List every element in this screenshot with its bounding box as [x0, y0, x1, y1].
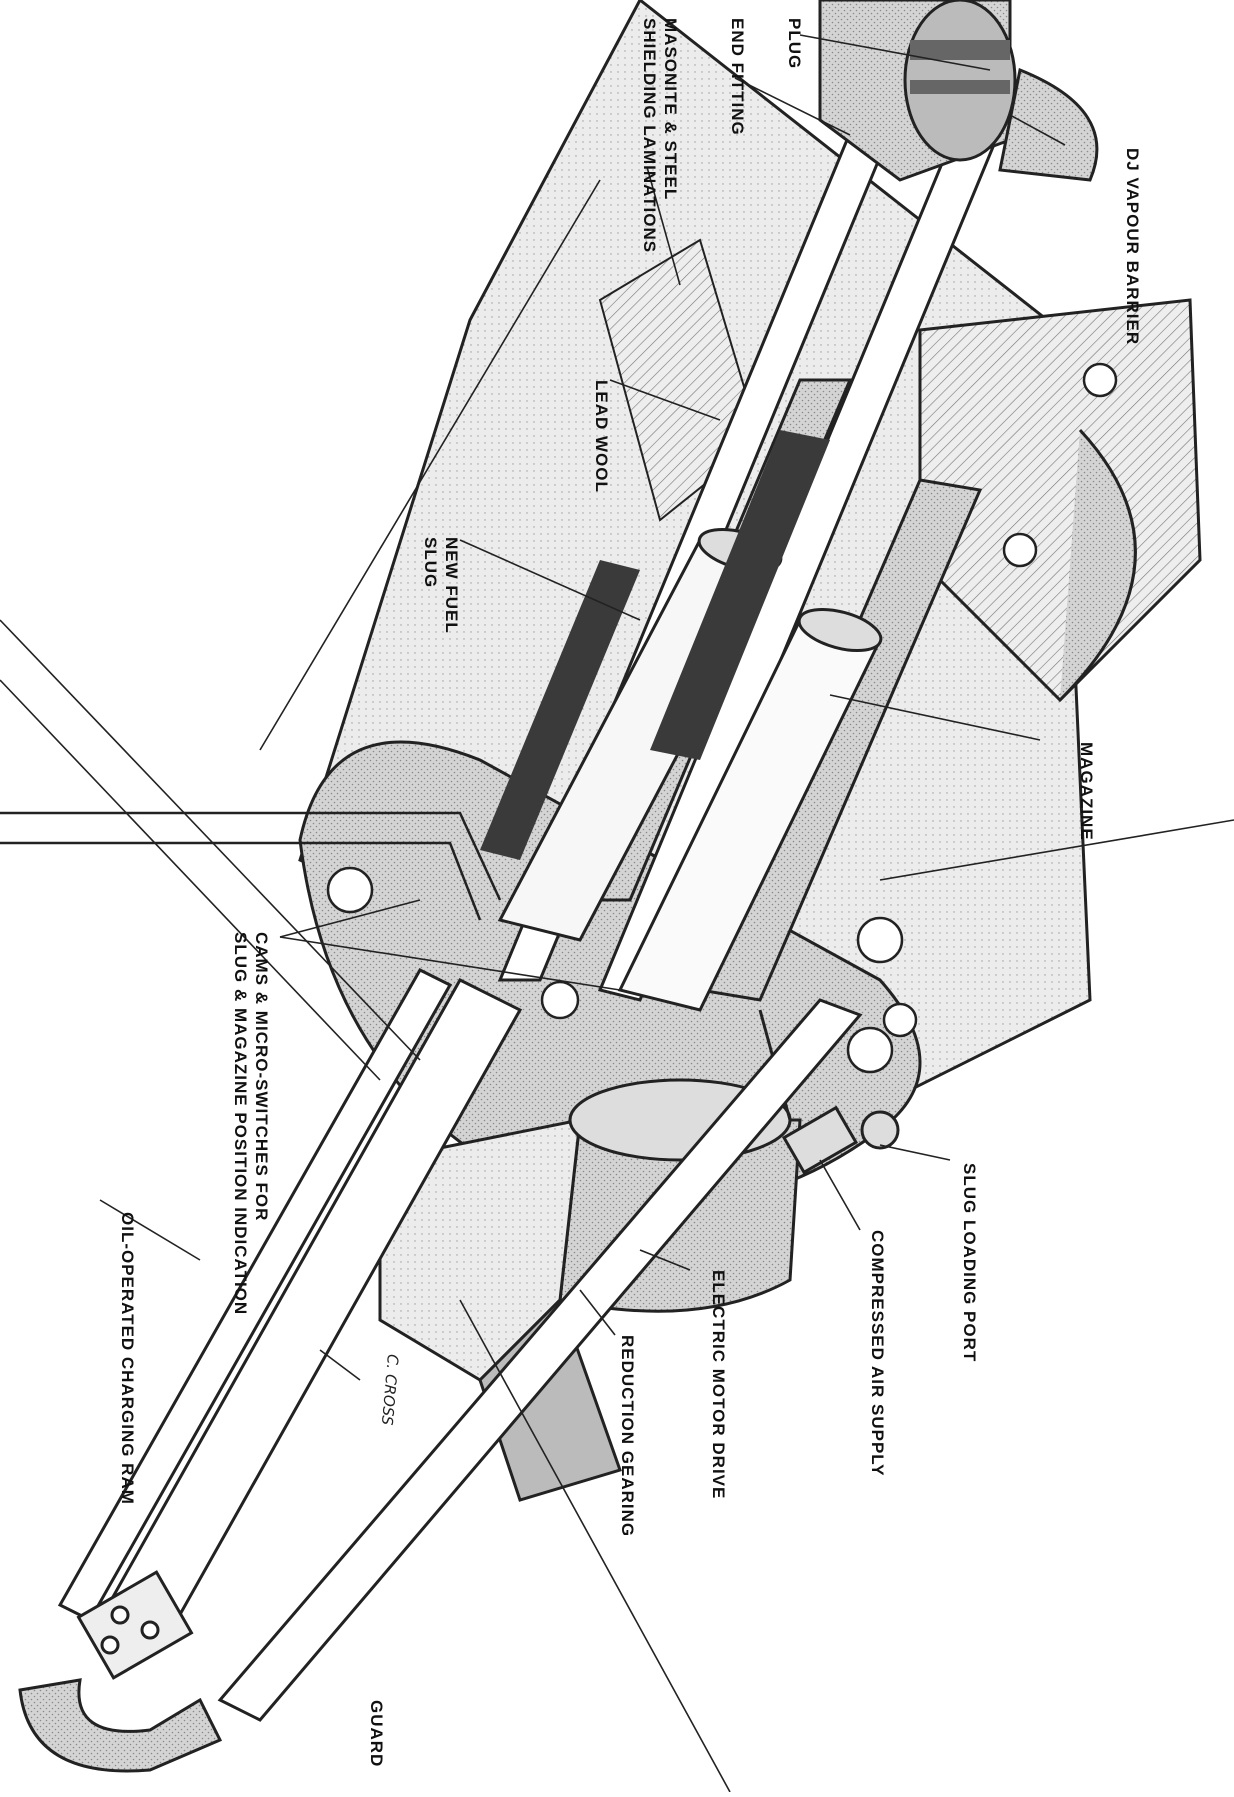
label-compressed-air-supply: COMPRESSED AIR SUPPLY	[868, 1230, 887, 1477]
label-slug-loading-port: SLUG LOADING PORT	[960, 1163, 979, 1363]
magazine-cylinder	[617, 607, 883, 1012]
label-masonite-line2: SHIELDING LAMINATIONS	[640, 18, 659, 254]
oil-pipes	[0, 811, 502, 921]
label-masonite-line1: MASONITE & STEEL	[661, 18, 680, 201]
label-end-fitting: END FITTING	[728, 18, 747, 136]
vapour-barrier-shape	[998, 67, 1099, 182]
label-cams-line2: SLUG & MAGAZINE POSITION INDICATION	[231, 932, 250, 1316]
label-cams-line1: CAMS & MICRO-SWITCHES FOR	[252, 932, 271, 1222]
label-dj-vapour-barrier: DJ VAPOUR BARRIER	[1123, 148, 1142, 346]
label-new-fuel-line1: NEW FUEL	[442, 537, 461, 634]
leader-lines	[0, 34, 1234, 1793]
label-plug: PLUG	[785, 18, 804, 70]
plug-assembly	[818, 0, 1017, 182]
guard-hoop	[18, 1678, 223, 1773]
label-magazine: MAGAZINE	[1077, 742, 1096, 841]
label-new-fuel-line2: SLUG	[421, 537, 440, 589]
label-oil-operated-charging-ram: OIL-OPERATED CHARGING RAM	[118, 1212, 137, 1505]
label-electric-motor-drive: ELECTRIC MOTOR DRIVE	[709, 1270, 728, 1500]
guard-rail	[217, 998, 863, 1722]
label-lead-wool: LEAD WOOL	[592, 380, 611, 493]
label-guard: GUARD	[367, 1700, 386, 1768]
label-reduction-gearing: REDUCTION GEARING	[618, 1335, 637, 1538]
